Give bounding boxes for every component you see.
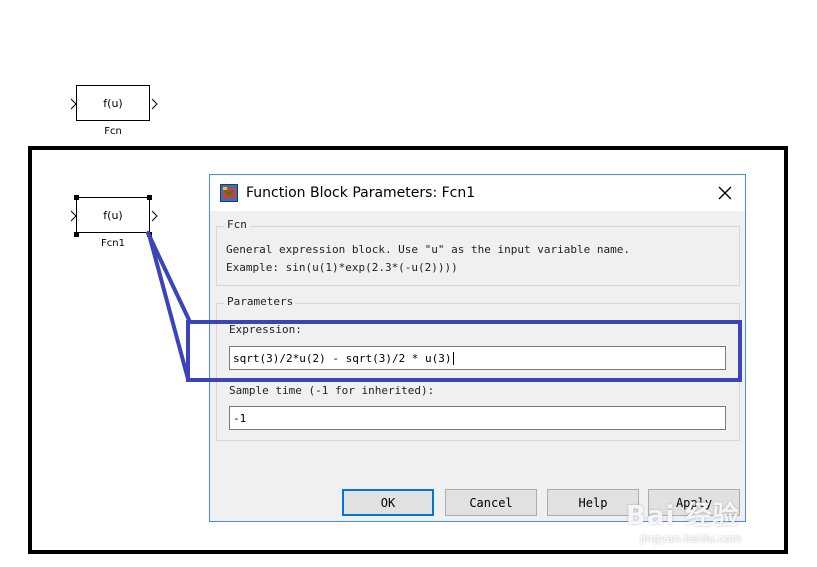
text-caret (452, 351, 454, 365)
fcn1-block[interactable]: f(u) (76, 197, 150, 233)
help-button-label: Help (578, 495, 608, 510)
selection-handle-top-left[interactable] (74, 195, 79, 200)
expression-input[interactable]: sqrt(3)/2*u(2) - sqrt(3)/2 * u(3) (229, 346, 726, 370)
dialog-titlebar[interactable]: Function Block Parameters: Fcn1 (210, 175, 745, 211)
screenshot-frame (28, 146, 788, 554)
baidu-watermark-url: jingyan.baidu.com (640, 532, 742, 545)
dialog-title: Function Block Parameters: Fcn1 (246, 185, 476, 201)
expression-value: sqrt(3)/2*u(2) - sqrt(3)/2 * u(3) (233, 351, 452, 365)
simulink-block-icon (220, 184, 238, 202)
sample-time-input[interactable]: -1 (229, 406, 726, 430)
expression-label: Expression: (229, 323, 302, 336)
description-line-1: General expression block. Use "u" as the… (226, 243, 630, 256)
sample-time-label: Sample time (-1 for inherited): (229, 384, 435, 397)
fcn-block[interactable]: f(u) (76, 85, 150, 121)
cancel-button-label: Cancel (469, 495, 513, 510)
ok-button-label: OK (380, 495, 396, 510)
description-legend: Fcn (224, 218, 250, 231)
fcn1-block-caption: Fcn1 (101, 238, 125, 249)
baidu-watermark-logo: Bai 经验 (626, 501, 740, 531)
function-block-parameters-dialog: Function Block Parameters: Fcn1 Fcn Gene… (209, 174, 746, 522)
fcn1-block-label: f(u) (103, 208, 123, 222)
cancel-button[interactable]: Cancel (445, 489, 537, 516)
fcn-block-label: f(u) (103, 96, 123, 110)
description-line-2: Example: sin(u(1)*exp(2.3*(-u(2)))) (226, 261, 458, 274)
fcn-block-caption: Fcn (104, 126, 122, 137)
description-groupbox (216, 226, 740, 286)
selection-handle-bottom-right[interactable] (147, 232, 152, 237)
selection-handle-top-right[interactable] (147, 195, 152, 200)
help-button[interactable]: Help (547, 489, 639, 516)
fcn-output-port (151, 98, 158, 110)
apply-button[interactable]: Apply (648, 489, 740, 516)
ok-button[interactable]: OK (342, 489, 434, 516)
fcn1-output-port (151, 210, 158, 222)
apply-button-label: Apply (675, 495, 713, 510)
expression-highlight-box (186, 320, 742, 382)
sample-time-value: -1 (233, 411, 247, 425)
close-icon[interactable] (715, 183, 735, 203)
parameters-legend: Parameters (224, 295, 297, 308)
selection-handle-bottom-left[interactable] (74, 232, 79, 237)
